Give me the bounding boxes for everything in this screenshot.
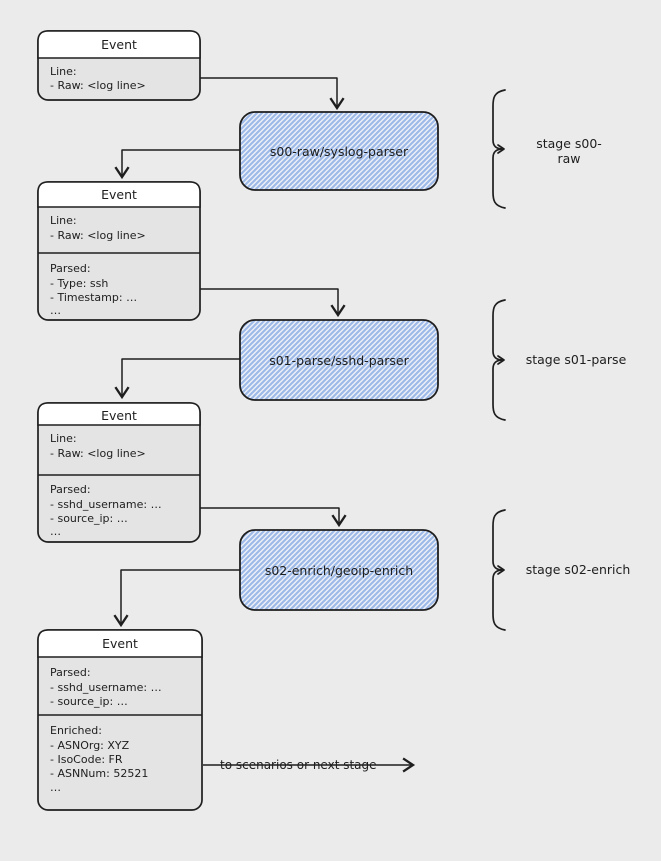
stage3-side-label-line1: stage s02-enrich	[526, 562, 631, 577]
event-node-2: Event Line: - Raw: <log line> Parsed: - …	[37, 181, 201, 321]
stage1-bracket: stage s00- raw	[492, 89, 602, 209]
arrow-event1-to-stage1	[200, 77, 345, 111]
event1-raw: - Raw: <log line>	[50, 79, 146, 92]
event3-source-ip: - source_ip: …	[50, 512, 128, 525]
stage-node-s00-raw: s00-raw/syslog-parser	[239, 111, 439, 191]
event1-title: Event	[101, 37, 137, 52]
stage3-label: s02-enrich/geoip-enrich	[265, 563, 413, 578]
event4-header	[37, 629, 203, 658]
event4-enriched: Enriched:	[50, 724, 102, 737]
event3-title: Event	[101, 408, 137, 423]
event4-isocode: - IsoCode: FR	[50, 753, 123, 766]
event2-ellipsis: …	[50, 304, 61, 317]
event-node-3: Event Line: - Raw: <log line> Parsed: - …	[37, 402, 201, 543]
stage3-brace-tick	[497, 565, 505, 575]
output-flow-label: to scenarios or next stage	[220, 758, 377, 772]
event4-source-ip: - source_ip: …	[50, 695, 128, 708]
stage3-box	[239, 529, 439, 611]
event4-parsed: Parsed:	[50, 666, 91, 679]
stage1-box	[239, 111, 439, 191]
stage1-label: s00-raw/syslog-parser	[270, 144, 409, 159]
stage2-side-label-line1: stage s01-parse	[526, 352, 627, 367]
event3-line: Line:	[50, 432, 77, 445]
event2-parsed: Parsed:	[50, 262, 91, 275]
event3-raw: - Raw: <log line>	[50, 447, 146, 460]
stage2-brace-tick	[497, 355, 505, 365]
event1-header	[37, 30, 201, 59]
stage3-bracket: stage s02-enrich	[492, 509, 631, 631]
event-node-1: Event Line: - Raw: <log line>	[37, 30, 201, 101]
stage1-side-label-line2: raw	[557, 151, 580, 166]
arrow-stage3-to-event4	[113, 569, 240, 628]
event3-sshd-username: - sshd_username: …	[50, 498, 162, 511]
stage2-bracket: stage s01-parse	[492, 299, 627, 421]
event4-asnorg: - ASNOrg: XYZ	[50, 739, 130, 752]
event2-line: Line:	[50, 214, 77, 227]
stage1-side-label-line1: stage s00-	[536, 136, 602, 151]
stage2-label: s01-parse/sshd-parser	[269, 353, 409, 368]
arrow-stage2-to-event3	[114, 358, 240, 400]
event4-ellipsis: …	[50, 781, 61, 794]
arrow-event3-to-stage3	[200, 507, 347, 528]
event4-asnnum: - ASNNum: 52521	[50, 767, 148, 780]
event2-raw: - Raw: <log line>	[50, 229, 146, 242]
event2-title: Event	[101, 187, 137, 202]
event3-header	[37, 402, 201, 426]
event3-ellipsis: …	[50, 525, 61, 538]
stage-node-s01-parse: s01-parse/sshd-parser	[239, 319, 439, 401]
event2-timestamp: - Timestamp: …	[50, 291, 137, 304]
event2-type: - Type: ssh	[50, 277, 108, 290]
event-node-4: Event Parsed: - sshd_username: … - sourc…	[37, 629, 203, 811]
stage1-brace-tick	[497, 144, 505, 154]
event2-header	[37, 181, 201, 208]
event3-parsed: Parsed:	[50, 483, 91, 496]
arrow-event2-to-stage2	[200, 288, 346, 318]
event4-title: Event	[102, 636, 138, 651]
arrow-stage1-to-event2	[114, 149, 240, 180]
stage-node-s02-enrich: s02-enrich/geoip-enrich	[239, 529, 439, 611]
event1-line: Line:	[50, 65, 77, 78]
stage2-box	[239, 319, 439, 401]
event4-sshd-username: - sshd_username: …	[50, 681, 162, 694]
